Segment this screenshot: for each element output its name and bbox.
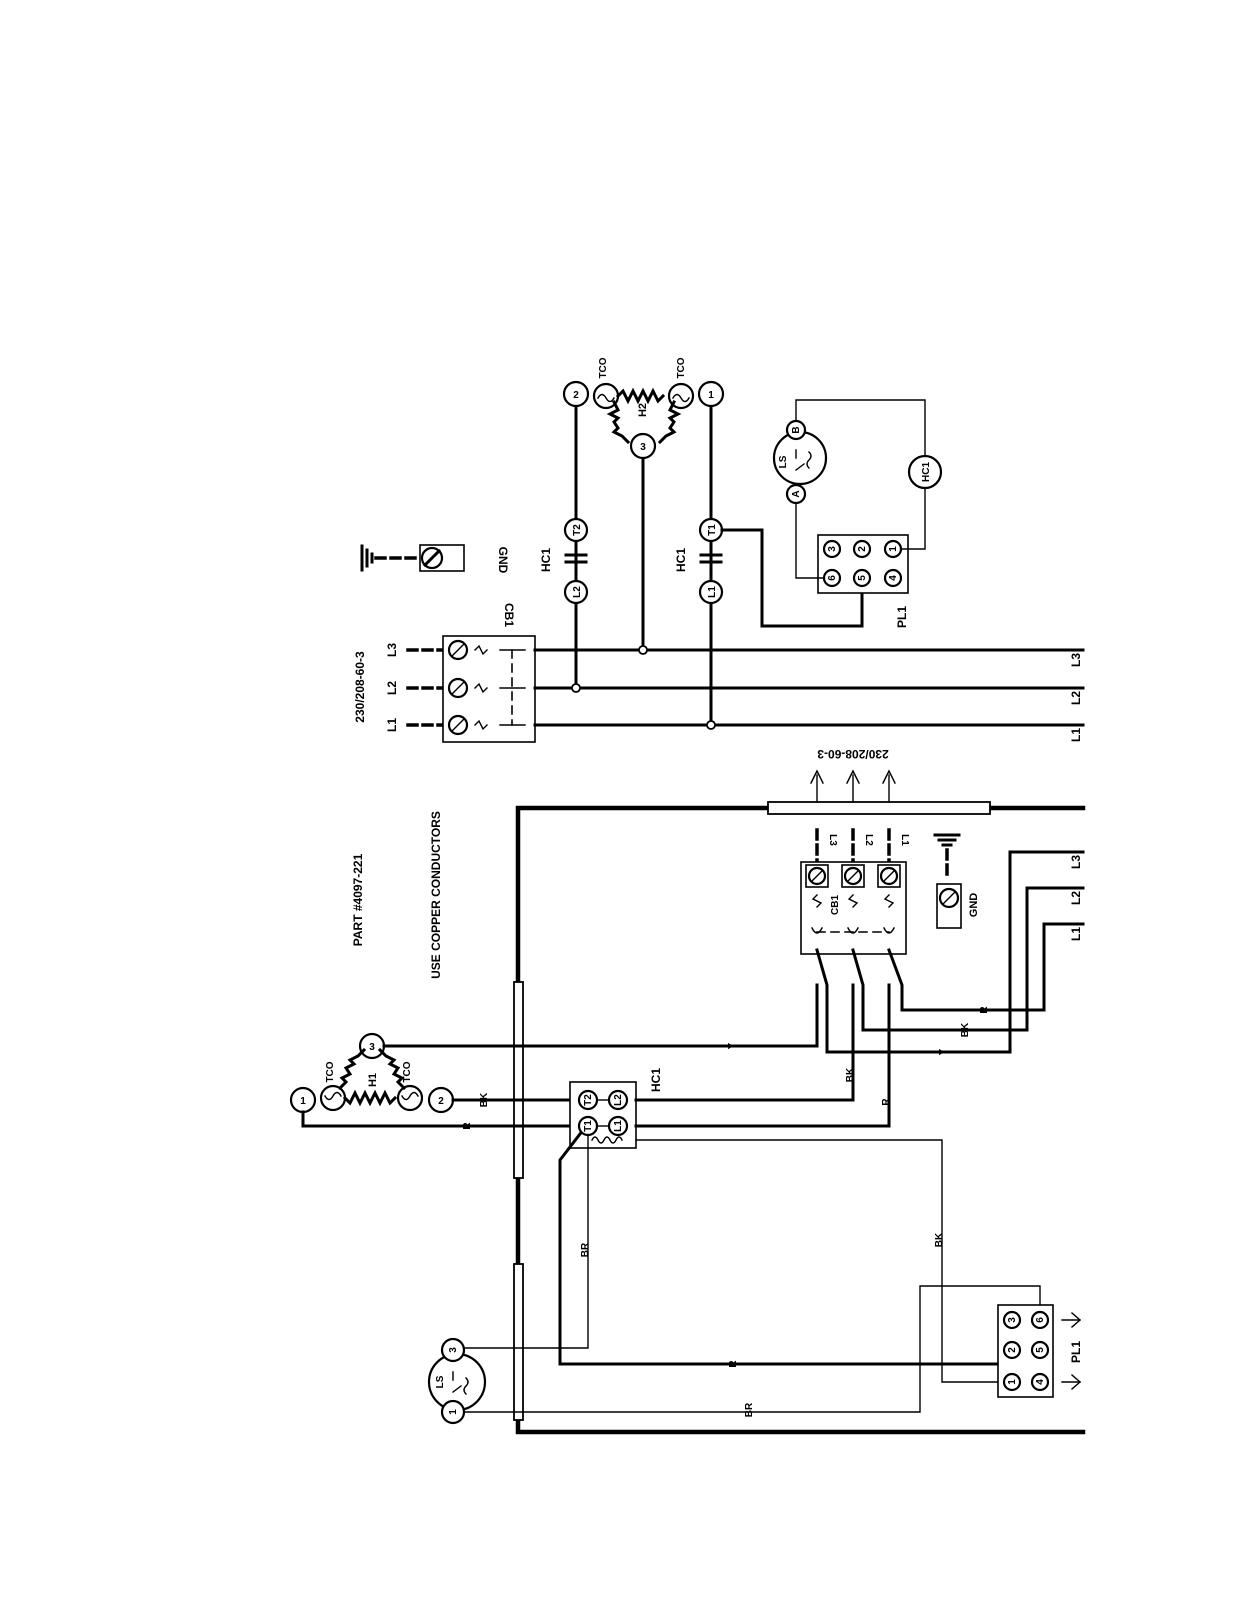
schematic-plug-pin-1: 1: [888, 546, 899, 552]
schematic-breaker-cb1: [442, 635, 536, 743]
wiring-voltage-label: 230/208-60-3: [817, 747, 889, 761]
schematic-supply-l3-label: L3: [385, 643, 399, 657]
conduit-segment-1: [513, 981, 524, 1179]
schematic-limit-switch-ls: [772, 419, 828, 505]
schematic-out-l2-label: L2: [1069, 691, 1083, 705]
schematic-h2-terminal-2: 2: [573, 390, 579, 401]
wiring-t1-terminal: T1: [583, 1120, 594, 1132]
wiring-l1-terminal: L1: [613, 1120, 624, 1132]
wiring-tco-label-2: TCO: [402, 1061, 413, 1082]
schematic-t2-terminal: T2: [572, 524, 583, 536]
schematic-gnd-label: GND: [496, 547, 510, 574]
wiring-heater-h1: [289, 1032, 455, 1114]
conduit-bar: [767, 801, 991, 815]
schematic-h2-terminal-3: 3: [640, 442, 646, 453]
wiring-ls-label: LS: [435, 1375, 446, 1388]
part-number-note: PART #4097-221: [351, 853, 365, 946]
schematic-supply-l2-label: L2: [385, 681, 399, 695]
wiring-plug-pin-3: 3: [1007, 1317, 1018, 1323]
schematic-h2-label: H2: [637, 403, 649, 417]
wire-color-y-2: Y: [727, 1042, 738, 1049]
wiring-gnd-label: GND: [968, 893, 980, 918]
schematic-supply-l1-label: L1: [385, 718, 399, 732]
schematic-ls-label: LS: [778, 455, 789, 468]
wiring-plug-pin-5: 5: [1035, 1347, 1046, 1353]
wiring-hc1-label: HC1: [649, 1068, 663, 1092]
wiring-in-l3-label: L3: [827, 834, 838, 846]
schematic-ground-symbol: [360, 544, 465, 572]
schematic-plug-pin-3: 3: [827, 546, 838, 552]
schematic-cb1-label: CB1: [502, 603, 516, 627]
schematic-ls-terminal-b: B: [791, 426, 802, 433]
wire-color-bk-2: BK: [479, 1092, 490, 1107]
wiring-h1-terminal-3: 3: [369, 1042, 375, 1053]
wiring-contactor-hc1: [569, 1081, 637, 1149]
wiring-out-l3-label: L3: [1069, 855, 1083, 869]
wire-color-br-1: BR: [580, 1242, 591, 1257]
schematic-tco-label-2: TCO: [676, 357, 687, 378]
wire-color-bk-1: BK: [960, 1022, 971, 1037]
wiring-layout: PART #4097-221 USE COPPER CONDUCTORS 230…: [289, 747, 1086, 1435]
wiring-ls-terminal-3: 3: [448, 1347, 459, 1353]
wiring-plug-pl1: [997, 1304, 1054, 1398]
wiring-out-l2-label: L2: [1069, 891, 1083, 905]
wiring-in-l1-label: L1: [899, 834, 910, 846]
schematic-plug-pin-4: 4: [888, 575, 899, 581]
wiring-t2-terminal: T2: [583, 1094, 594, 1106]
wiring-pl1-label: PL1: [1069, 1341, 1083, 1363]
wire-color-y-1: Y: [938, 1048, 949, 1055]
wiring-limit-switch-ls: [427, 1337, 487, 1425]
schematic-l1-terminal: L1: [707, 586, 718, 598]
wiring-plug-pin-1: 1: [1007, 1379, 1018, 1385]
schematic-coil-label: HC1: [921, 462, 932, 482]
wire-color-r-2: R: [462, 1122, 473, 1130]
schematic-h2-terminal-1: 1: [708, 390, 714, 401]
wiring-h1-terminal-1: 1: [300, 1096, 306, 1107]
schematic-t1-terminal: T1: [707, 524, 718, 536]
wiring-tco-label-1: TCO: [325, 1061, 336, 1082]
wiring-in-l2-label: L2: [863, 834, 874, 846]
schematic-tco-label-1: TCO: [598, 357, 609, 378]
wire-color-r-1: R: [979, 1006, 990, 1014]
schematic-l2-terminal: L2: [572, 586, 583, 598]
wire-color-bk-3: BK: [845, 1067, 856, 1082]
output-arrows: [810, 769, 896, 803]
schematic-plug-pin-5: 5: [857, 575, 868, 581]
wiring-plug-pin-4: 4: [1035, 1379, 1046, 1385]
schematic-out-l1-label: L1: [1069, 728, 1083, 742]
wiring-ground-symbol: [933, 833, 962, 929]
wiring-out-l1-label: L1: [1069, 927, 1083, 941]
schematic-plug-pl1: [817, 534, 909, 594]
wiring-h1-terminal-2: 2: [438, 1096, 444, 1107]
wire-color-r-3: R: [881, 1098, 892, 1106]
conduit-segment-2: [513, 1263, 524, 1421]
wire-color-bk-4: BK: [934, 1232, 945, 1247]
schematic-hc1-label-2: HC1: [674, 548, 688, 572]
wire-color-br-2: BR: [744, 1402, 755, 1417]
wiring-ls-terminal-1: 1: [448, 1409, 459, 1415]
plug-arrows: [1061, 1312, 1082, 1390]
schematic-ls-terminal-a: A: [791, 490, 802, 497]
copper-conductors-note: USE COPPER CONDUCTORS: [429, 811, 443, 979]
wire-color-r-4: R: [728, 1360, 739, 1368]
schematic-diagram: GND 230/208-60-3 L3 L2 L1 CB1: [353, 357, 1085, 743]
wiring-h1-label: H1: [367, 1073, 379, 1087]
schematic-heater-h2: [562, 380, 725, 460]
wiring-cb1-label: CB1: [830, 895, 841, 915]
schematic-hc1-label-1: HC1: [539, 548, 553, 572]
schematic-plug-pin-2: 2: [857, 546, 868, 552]
wiring-plug-pin-6: 6: [1035, 1317, 1046, 1323]
wiring-l2-terminal: L2: [613, 1094, 624, 1106]
schematic-plug-pin-6: 6: [827, 575, 838, 581]
schematic-voltage-label: 230/208-60-3: [353, 651, 367, 723]
schematic-pl1-label: PL1: [895, 606, 909, 628]
schematic-out-l3-label: L3: [1069, 653, 1083, 667]
wiring-plug-pin-2: 2: [1007, 1347, 1018, 1353]
wiring-breaker-cb1: [800, 861, 907, 955]
schematic-contactor-l2-t2: [563, 517, 589, 605]
